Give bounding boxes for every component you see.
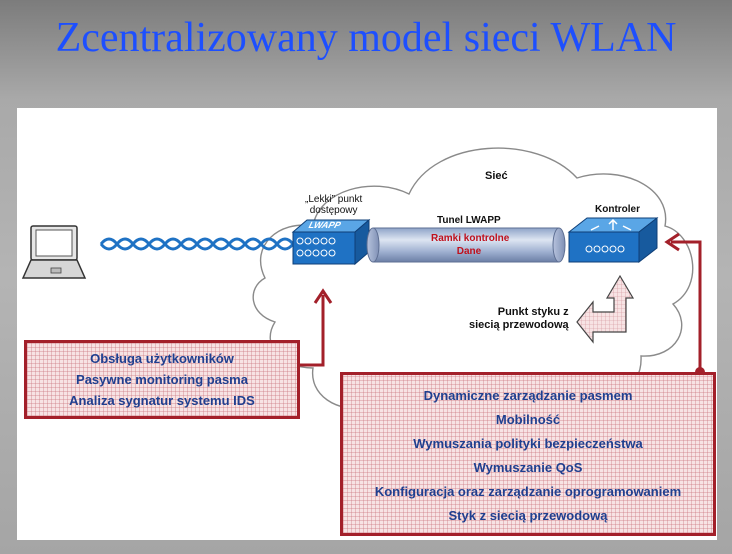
connector-left (293, 288, 333, 367)
wired-interface-arrow-icon (576, 274, 635, 344)
left-box-item: Obsługa użytkowników (90, 351, 234, 366)
controller-device (567, 216, 659, 264)
cloud-label: Sieć (485, 170, 508, 182)
access-point-device (291, 218, 371, 266)
wired-point-line2: siecią przewodową (469, 319, 569, 331)
access-point-label-line2: dostępowy (309, 205, 358, 216)
right-box-item: Styk z siecią przewodową (448, 508, 608, 523)
controller-label: Kontroler (595, 204, 640, 215)
tunnel-line1: Ramki kontrolne (431, 233, 510, 244)
wired-point-line1: Punkt styku z (497, 306, 569, 318)
left-box-item: Analiza sygnatur systemu IDS (69, 393, 255, 408)
page-title: Zcentralizowany model sieci WLAN (55, 15, 677, 61)
access-point-label-line1: „Lekki” punkt (305, 194, 363, 205)
controller-features-box: Dynamiczne zarządzanie pasmem Mobilność … (340, 372, 716, 536)
right-box-item: Wymuszania polityki bezpieczeństwa (413, 436, 643, 451)
right-box-item: Dynamiczne zarządzanie pasmem (423, 388, 633, 403)
tunnel-label: Tunel LWAPP (437, 215, 501, 226)
right-box-item: Mobilność (495, 412, 561, 427)
diagram-canvas (21, 147, 705, 436)
access-point-device-text: LWAPP (307, 220, 342, 230)
laptop-icon (21, 225, 87, 279)
right-box-item: Wymuszanie QoS (473, 460, 583, 475)
lwapp-tunnel (366, 227, 566, 263)
wired-point-label: Punkt styku z siecią przewodową (469, 306, 569, 332)
tunnel-line2: Dane (456, 246, 482, 257)
left-box-item: Pasywne monitoring pasma (76, 372, 248, 387)
right-box-item: Konfiguracja oraz zarządzanie oprogramow… (374, 484, 682, 499)
access-point-label: „Lekki” punkt dostępowy (305, 194, 362, 216)
access-point-features-box: Obsługa użytkowników Pasywne monitoring … (24, 340, 300, 419)
wireless-signal-icon (99, 237, 295, 251)
connector-right (664, 232, 702, 372)
